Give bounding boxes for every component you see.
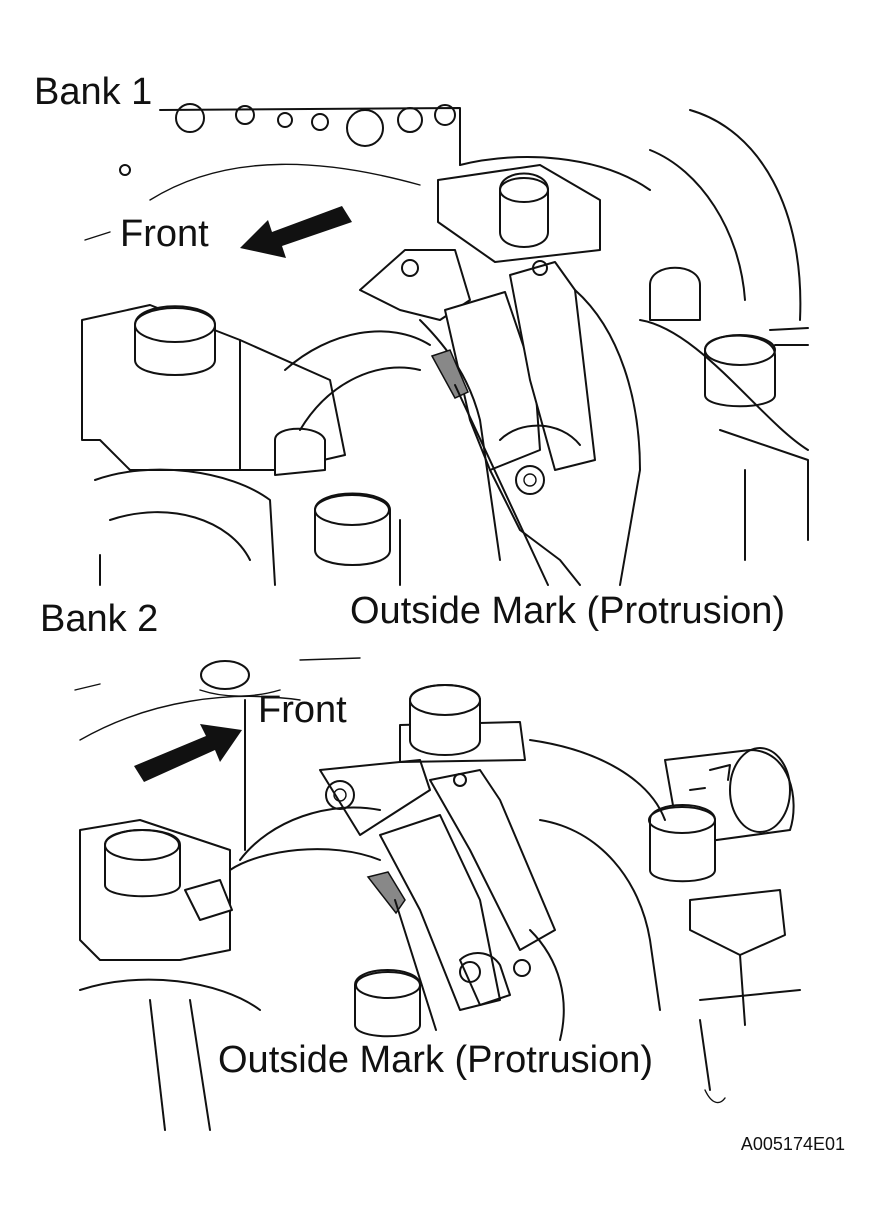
figure-code: A005174E01 — [741, 1134, 845, 1154]
bank-1-front-label: Front — [120, 213, 209, 255]
bank-2-panel: Bank 2 Front Outside Mark (Protrusion) — [40, 598, 801, 1131]
bank-2-engine-drawing — [74, 657, 801, 1131]
bank-1-panel: Bank 1 Front Outside Mark (Protrusion) — [34, 71, 809, 632]
bank-2-front-label: Front — [258, 689, 347, 731]
bank-2-mark-label: Outside Mark (Protrusion) — [218, 1039, 653, 1081]
bank-2-front-arrow — [134, 724, 242, 782]
bank-2-leader-line — [394, 899, 437, 1031]
bank-1-label: Bank 1 — [34, 71, 152, 113]
bank-1-front-arrow — [240, 206, 352, 258]
bank-1-leader-line — [454, 384, 549, 586]
bank-2-label: Bank 2 — [40, 598, 158, 640]
bank-1-engine-drawing — [81, 103, 809, 586]
bank-1-mark-label: Outside Mark (Protrusion) — [350, 590, 785, 632]
